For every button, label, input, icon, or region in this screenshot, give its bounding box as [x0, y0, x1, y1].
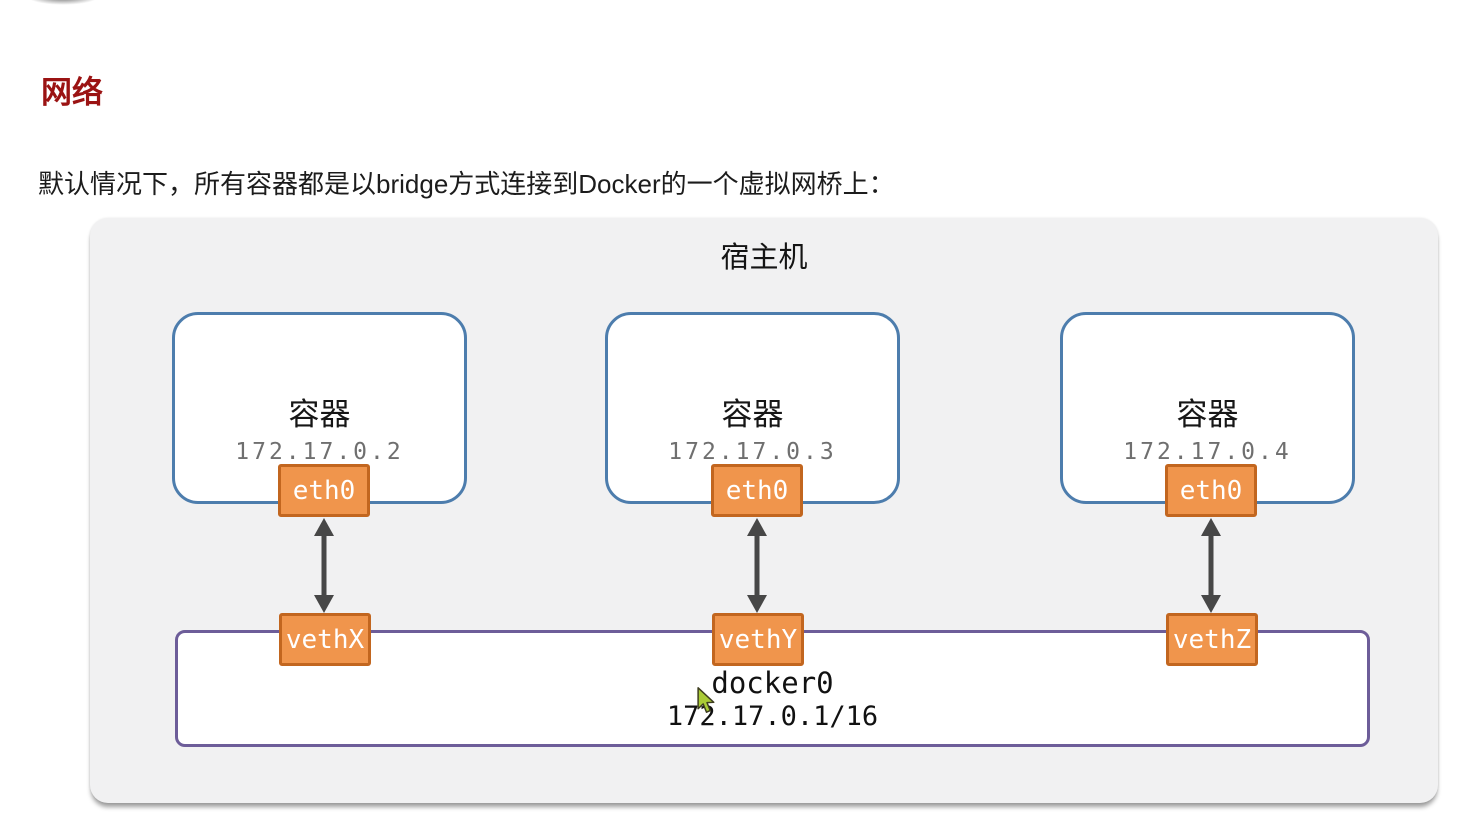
container-ip: 172.17.0.2: [235, 439, 404, 465]
bridge-name: docker0: [711, 666, 834, 700]
double-arrow-icon: [747, 518, 767, 613]
container-label: 容器: [721, 397, 784, 432]
vethX-box: vethX: [279, 613, 371, 666]
eth0-box-3: eth0: [1165, 464, 1257, 517]
eth0-box-1: eth0: [278, 464, 370, 517]
container-ip: 172.17.0.3: [668, 439, 837, 465]
double-arrow-icon: [1201, 518, 1221, 613]
eth0-box-2: eth0: [711, 464, 803, 517]
vethZ-box: vethZ: [1166, 613, 1258, 666]
intro-text: 默认情况下，所有容器都是以bridge方式连接到Docker的一个虚拟网桥上：: [38, 169, 895, 199]
page-title: 网络: [41, 74, 103, 110]
host-machine-panel: 宿主机 容器 172.17.0.2 容器 172.17.0.3 容器 172.1…: [90, 218, 1438, 803]
double-arrow-icon: [314, 518, 334, 613]
host-label: 宿主机: [720, 242, 808, 274]
vethY-box: vethY: [712, 613, 804, 666]
container-label: 容器: [288, 397, 351, 432]
container-label: 容器: [1176, 397, 1239, 432]
container-ip: 172.17.0.4: [1123, 439, 1292, 465]
mouse-pointer-icon: [697, 687, 715, 713]
cropped-logo: [26, 0, 100, 5]
bridge-ip: 172.17.0.1/16: [666, 701, 879, 732]
